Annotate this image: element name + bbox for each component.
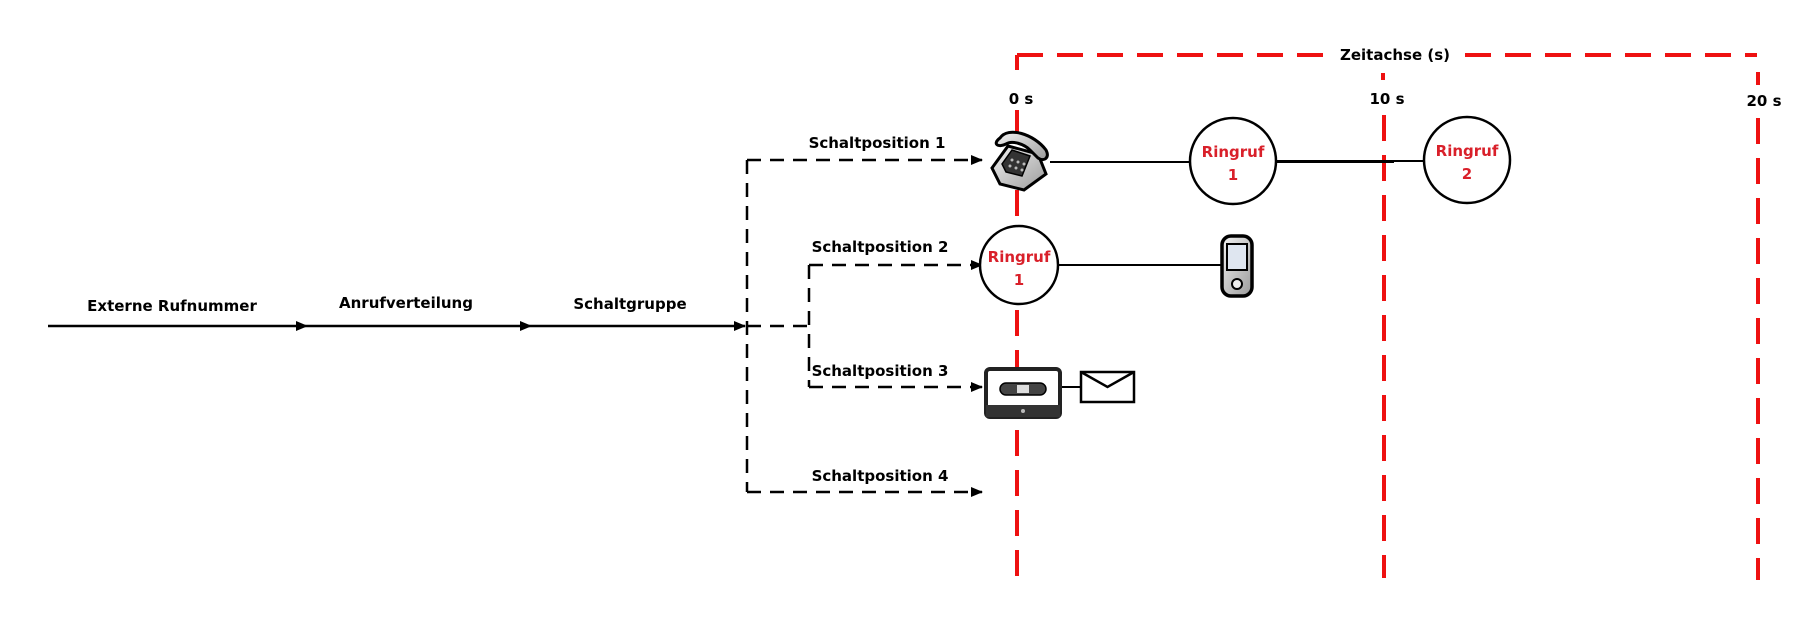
label-position-3: Schaltposition 3 bbox=[812, 362, 949, 380]
ring-call-word: Ringruf bbox=[1202, 143, 1265, 161]
ring-call-number: 1 bbox=[1014, 271, 1024, 289]
timeline-tick-10: 10 s bbox=[1369, 90, 1404, 108]
ring-call-pos2-1: Ringruf 1 bbox=[978, 224, 1060, 306]
envelope-icon bbox=[1079, 370, 1136, 404]
ring-call-word: Ringruf bbox=[988, 248, 1051, 266]
mobile-phone-icon bbox=[1220, 234, 1254, 298]
voicemail-cassette-icon bbox=[984, 367, 1062, 419]
label-external-number: Externe Rufnummer bbox=[87, 297, 257, 315]
ring-call-pos1-2: Ringruf 2 bbox=[1422, 115, 1512, 205]
desk-phone-icon bbox=[990, 130, 1049, 192]
ring-call-pos1-1: Ringruf 1 bbox=[1188, 116, 1278, 206]
ring-call-word: Ringruf bbox=[1436, 142, 1499, 160]
label-position-4: Schaltposition 4 bbox=[812, 467, 949, 485]
timeline bbox=[1015, 53, 1760, 580]
ring-call-number: 1 bbox=[1228, 166, 1238, 184]
branches bbox=[745, 155, 983, 497]
label-position-2: Schaltposition 2 bbox=[812, 238, 949, 256]
timeline-tick-20: 20 s bbox=[1746, 92, 1781, 110]
label-position-1: Schaltposition 1 bbox=[809, 134, 946, 152]
label-call-distribution: Anrufverteilung bbox=[339, 294, 473, 312]
timeline-title: Zeitachse (s) bbox=[1340, 46, 1450, 64]
timeline-tick-0: 0 s bbox=[1009, 90, 1034, 108]
label-switch-group: Schaltgruppe bbox=[573, 295, 686, 313]
ring-call-number: 2 bbox=[1462, 165, 1472, 183]
